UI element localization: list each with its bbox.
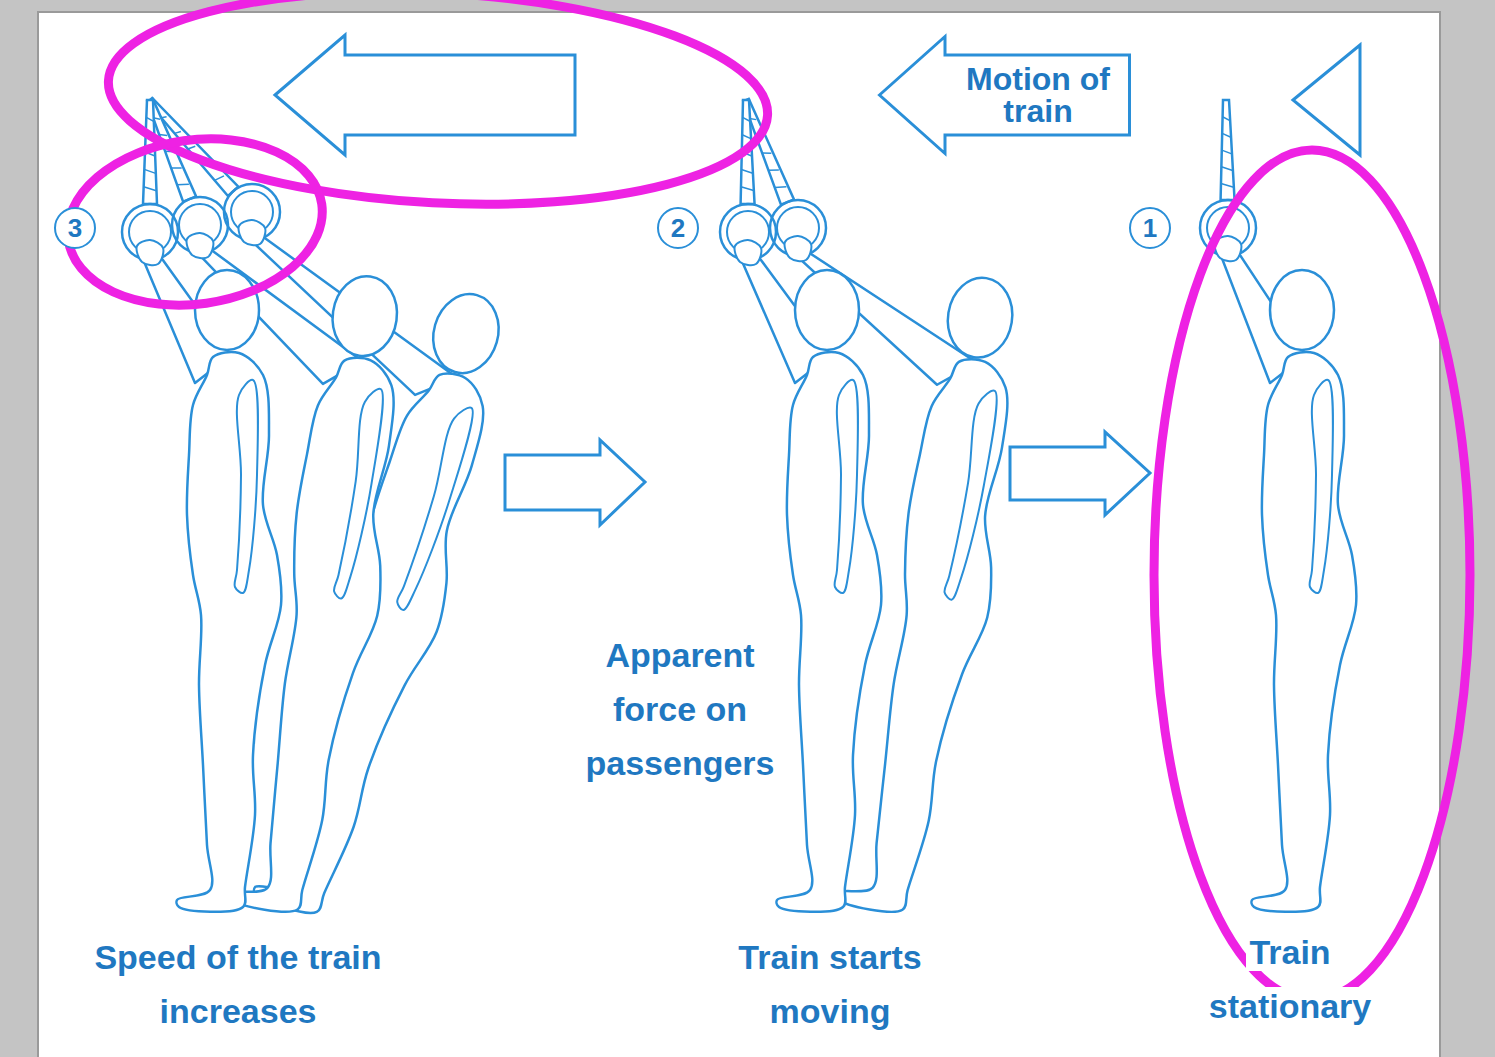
strap-stitch: [1222, 133, 1231, 137]
head: [942, 273, 1018, 362]
body-outline: [176, 352, 281, 912]
hanging-arm: [1309, 380, 1333, 593]
passenger-body: [776, 270, 881, 912]
force-arrow: [505, 440, 645, 525]
label-box: Train starts moving: [704, 930, 956, 1038]
head: [195, 270, 259, 350]
hanging-arm: [333, 386, 386, 600]
strap-stitch: [175, 132, 181, 134]
strap-stitch: [1223, 117, 1230, 121]
strap-stitch: [146, 117, 153, 121]
highlight-ellipse: [57, 123, 333, 321]
head: [1270, 270, 1334, 350]
strap-stitch: [775, 186, 787, 188]
arrow-text-area: Motion of train: [945, 55, 1131, 135]
passenger-figure: [743, 99, 1040, 921]
gripping-hand: [785, 236, 812, 261]
strap-stitch: [144, 169, 155, 173]
callout-number: 3: [68, 215, 82, 241]
callout-circle: 2: [657, 207, 699, 249]
gripping-hand: [137, 240, 164, 265]
passenger-figure: [122, 100, 281, 912]
strap-stitch: [741, 187, 754, 191]
head: [795, 270, 859, 350]
strap-stitch: [144, 187, 157, 191]
strap-stitch: [1221, 183, 1234, 187]
passenger-body: [1251, 270, 1356, 912]
arrow-label: Motion of train: [955, 63, 1121, 127]
head: [328, 272, 403, 360]
passenger-figure: [148, 98, 530, 927]
highlight-ellipse: [1154, 150, 1470, 1000]
hanging-arm: [395, 403, 476, 614]
force-arrow: [1010, 432, 1150, 515]
strap-stitch: [742, 135, 751, 139]
passenger-body: [176, 270, 281, 912]
white-panel: [38, 12, 1440, 1057]
body-outline: [1251, 352, 1356, 912]
hanging-arm: [943, 388, 1000, 602]
hand-strap: [1221, 100, 1235, 200]
highlight-ellipse: [103, 0, 773, 220]
callout-number: 2: [671, 215, 685, 241]
strap-stitch: [177, 183, 189, 185]
strap-stitch: [741, 169, 752, 173]
strap-stitch: [215, 176, 224, 181]
passenger-figure: [147, 99, 424, 920]
label-box: Speed of the train increases: [88, 930, 388, 1038]
motion-arrow-head: [1293, 45, 1360, 155]
stage-caption: Train stationary: [1206, 933, 1375, 1025]
label-box: Train stationary: [1183, 925, 1398, 1033]
motion-arrow: [275, 35, 575, 155]
strap-stitch: [768, 169, 779, 171]
strap-stitch: [1221, 167, 1232, 171]
direction-arrow: Motion of train: [878, 35, 1131, 155]
arrow-shape: [880, 37, 1130, 154]
strap-stitch: [743, 117, 750, 121]
stage-caption: Speed of the train increases: [91, 938, 384, 1030]
body-outline: [776, 352, 881, 912]
strap-stitch: [762, 152, 771, 154]
gripping-hand: [239, 220, 266, 245]
passenger-figure: [720, 100, 881, 912]
stage-caption: Apparent force on passengers: [583, 636, 778, 782]
highlight-marks: [57, 0, 1470, 1000]
hanging-arm: [234, 380, 258, 593]
strap-stitch: [1222, 150, 1232, 154]
gripping-hand: [187, 233, 214, 258]
strap-stitch: [171, 167, 182, 169]
passenger-figures: [122, 98, 1356, 927]
gripping-hand: [735, 240, 762, 265]
stage-caption: Train starts moving: [735, 938, 924, 1030]
callout-circle: 1: [1129, 207, 1171, 249]
callout-circle: 3: [54, 207, 96, 249]
label-box: Apparent force on passengers: [564, 628, 796, 790]
head: [424, 286, 508, 381]
hanging-arm: [834, 380, 858, 593]
strap-stitch: [188, 146, 195, 149]
strap-stitch: [159, 134, 167, 136]
callout-number: 1: [1143, 215, 1157, 241]
